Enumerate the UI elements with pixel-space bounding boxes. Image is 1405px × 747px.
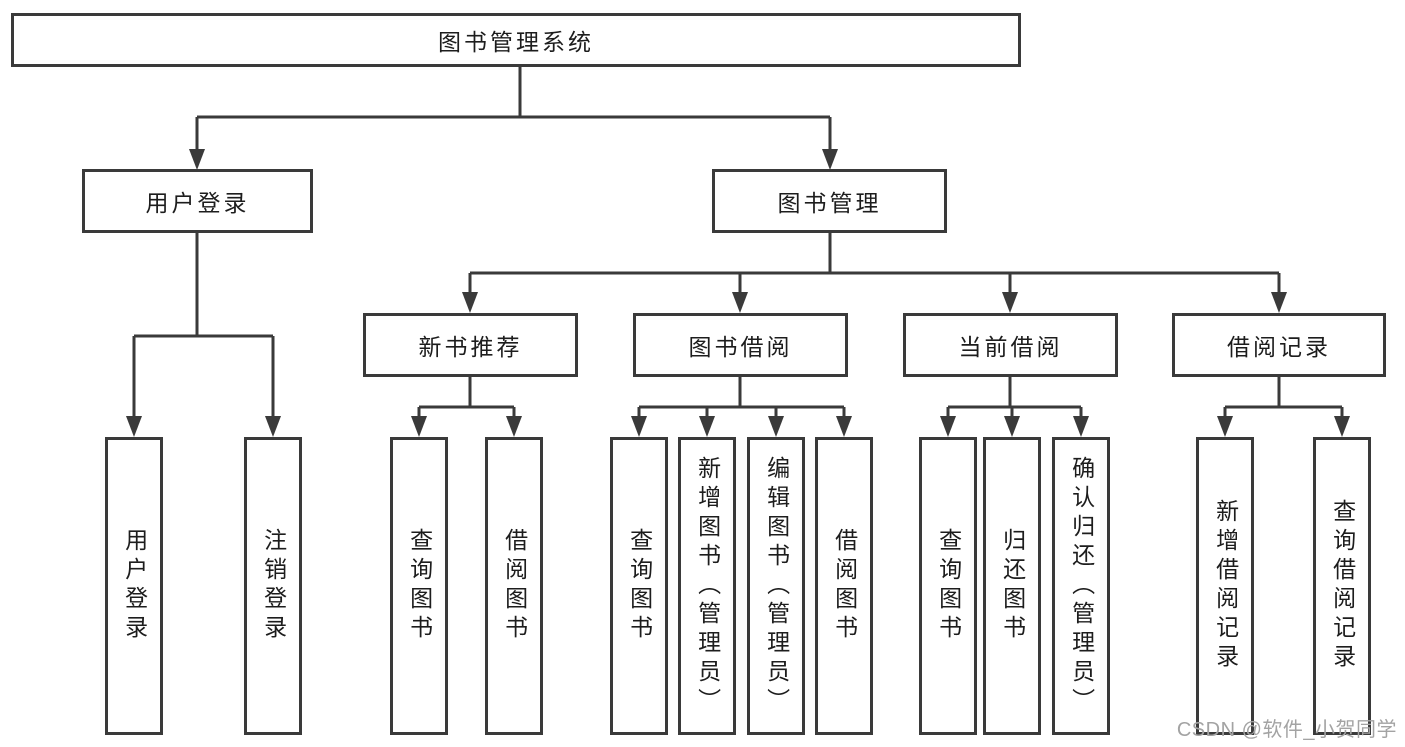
node-label: 图书管理系统 [438, 29, 594, 55]
connector-book-borrowing-children [631, 377, 852, 437]
node-label: 图书借阅 [688, 334, 793, 360]
node-user-login: 用户登录 [82, 169, 313, 233]
arrow-down-icon [768, 416, 784, 437]
leaf-edit-book-admin: 编辑图书（管理员） [747, 437, 805, 735]
arrow-down-icon [1217, 416, 1233, 437]
node-current-borrowing: 当前借阅 [903, 313, 1118, 377]
arrow-down-icon [836, 416, 852, 437]
connector-current-borrowing-children [940, 377, 1089, 437]
arrow-down-icon [822, 149, 838, 170]
leaf-label: 查询图书 [626, 528, 653, 644]
arrow-down-icon [506, 416, 522, 437]
arrow-down-icon [1073, 416, 1089, 437]
node-borrowing-records: 借阅记录 [1172, 313, 1386, 377]
leaf-label: 借阅图书 [831, 528, 858, 644]
leaf-confirm-return-admin: 确认归还（管理员） [1052, 437, 1110, 735]
arrow-down-icon [1334, 416, 1350, 437]
arrow-down-icon [940, 416, 956, 437]
watermark: CSDN @软件_小贺同学 [1176, 719, 1397, 741]
node-label: 借阅记录 [1227, 334, 1331, 360]
leaf-label: 确认归还（管理员） [1068, 455, 1095, 717]
arrow-down-icon [699, 416, 715, 437]
leaf-query-books-borrowing: 查询图书 [610, 437, 668, 735]
leaf-label: 注销登录 [260, 528, 287, 644]
leaf-label: 归还图书 [999, 528, 1026, 644]
leaf-add-book-admin: 新增图书（管理员） [678, 437, 736, 735]
leaf-borrow-books-borrowing: 借阅图书 [815, 437, 873, 735]
arrow-down-icon [631, 416, 647, 437]
leaf-borrow-books-recommend: 借阅图书 [485, 437, 543, 735]
leaf-label: 查询图书 [935, 528, 962, 644]
connector-new-book-recommendation-children [411, 377, 522, 437]
connector-root-to-level2 [189, 67, 838, 170]
leaf-label: 借阅图书 [501, 528, 528, 644]
node-library-management-system: 图书管理系统 [11, 13, 1021, 67]
leaf-label: 编辑图书（管理员） [763, 455, 790, 717]
leaf-label: 查询借阅记录 [1329, 499, 1356, 673]
node-new-book-recommendation: 新书推荐 [363, 313, 578, 377]
leaf-add-borrow-record: 新增借阅记录 [1196, 437, 1254, 735]
leaf-label: 新增借阅记录 [1212, 499, 1239, 673]
node-label: 新书推荐 [418, 334, 523, 360]
arrow-down-icon [411, 416, 427, 437]
arrow-down-icon [126, 416, 142, 437]
arrow-down-icon [1002, 292, 1018, 313]
arrow-down-icon [732, 292, 748, 313]
leaf-label: 新增图书（管理员） [694, 455, 721, 717]
arrow-down-icon [462, 292, 478, 313]
arrow-down-icon [265, 416, 281, 437]
leaf-query-books-current: 查询图书 [919, 437, 977, 735]
leaf-logout: 注销登录 [244, 437, 302, 735]
leaf-user-login: 用户登录 [105, 437, 163, 735]
arrow-down-icon [1271, 292, 1287, 313]
node-label: 当前借阅 [958, 334, 1063, 360]
node-book-management: 图书管理 [712, 169, 947, 233]
arrow-down-icon [189, 149, 205, 170]
connector-borrowing-records-children [1217, 377, 1350, 437]
connector-user-login-children [126, 233, 281, 437]
node-book-borrowing: 图书借阅 [633, 313, 848, 377]
node-label: 图书管理 [777, 190, 882, 216]
node-label: 用户登录 [145, 190, 250, 216]
arrow-down-icon [1004, 416, 1020, 437]
connector-book-management-children [462, 233, 1287, 313]
leaf-label: 用户登录 [121, 528, 148, 644]
leaf-return-books: 归还图书 [983, 437, 1041, 735]
leaf-label: 查询图书 [406, 528, 433, 644]
leaf-query-books-recommend: 查询图书 [390, 437, 448, 735]
leaf-query-borrow-record: 查询借阅记录 [1313, 437, 1371, 735]
